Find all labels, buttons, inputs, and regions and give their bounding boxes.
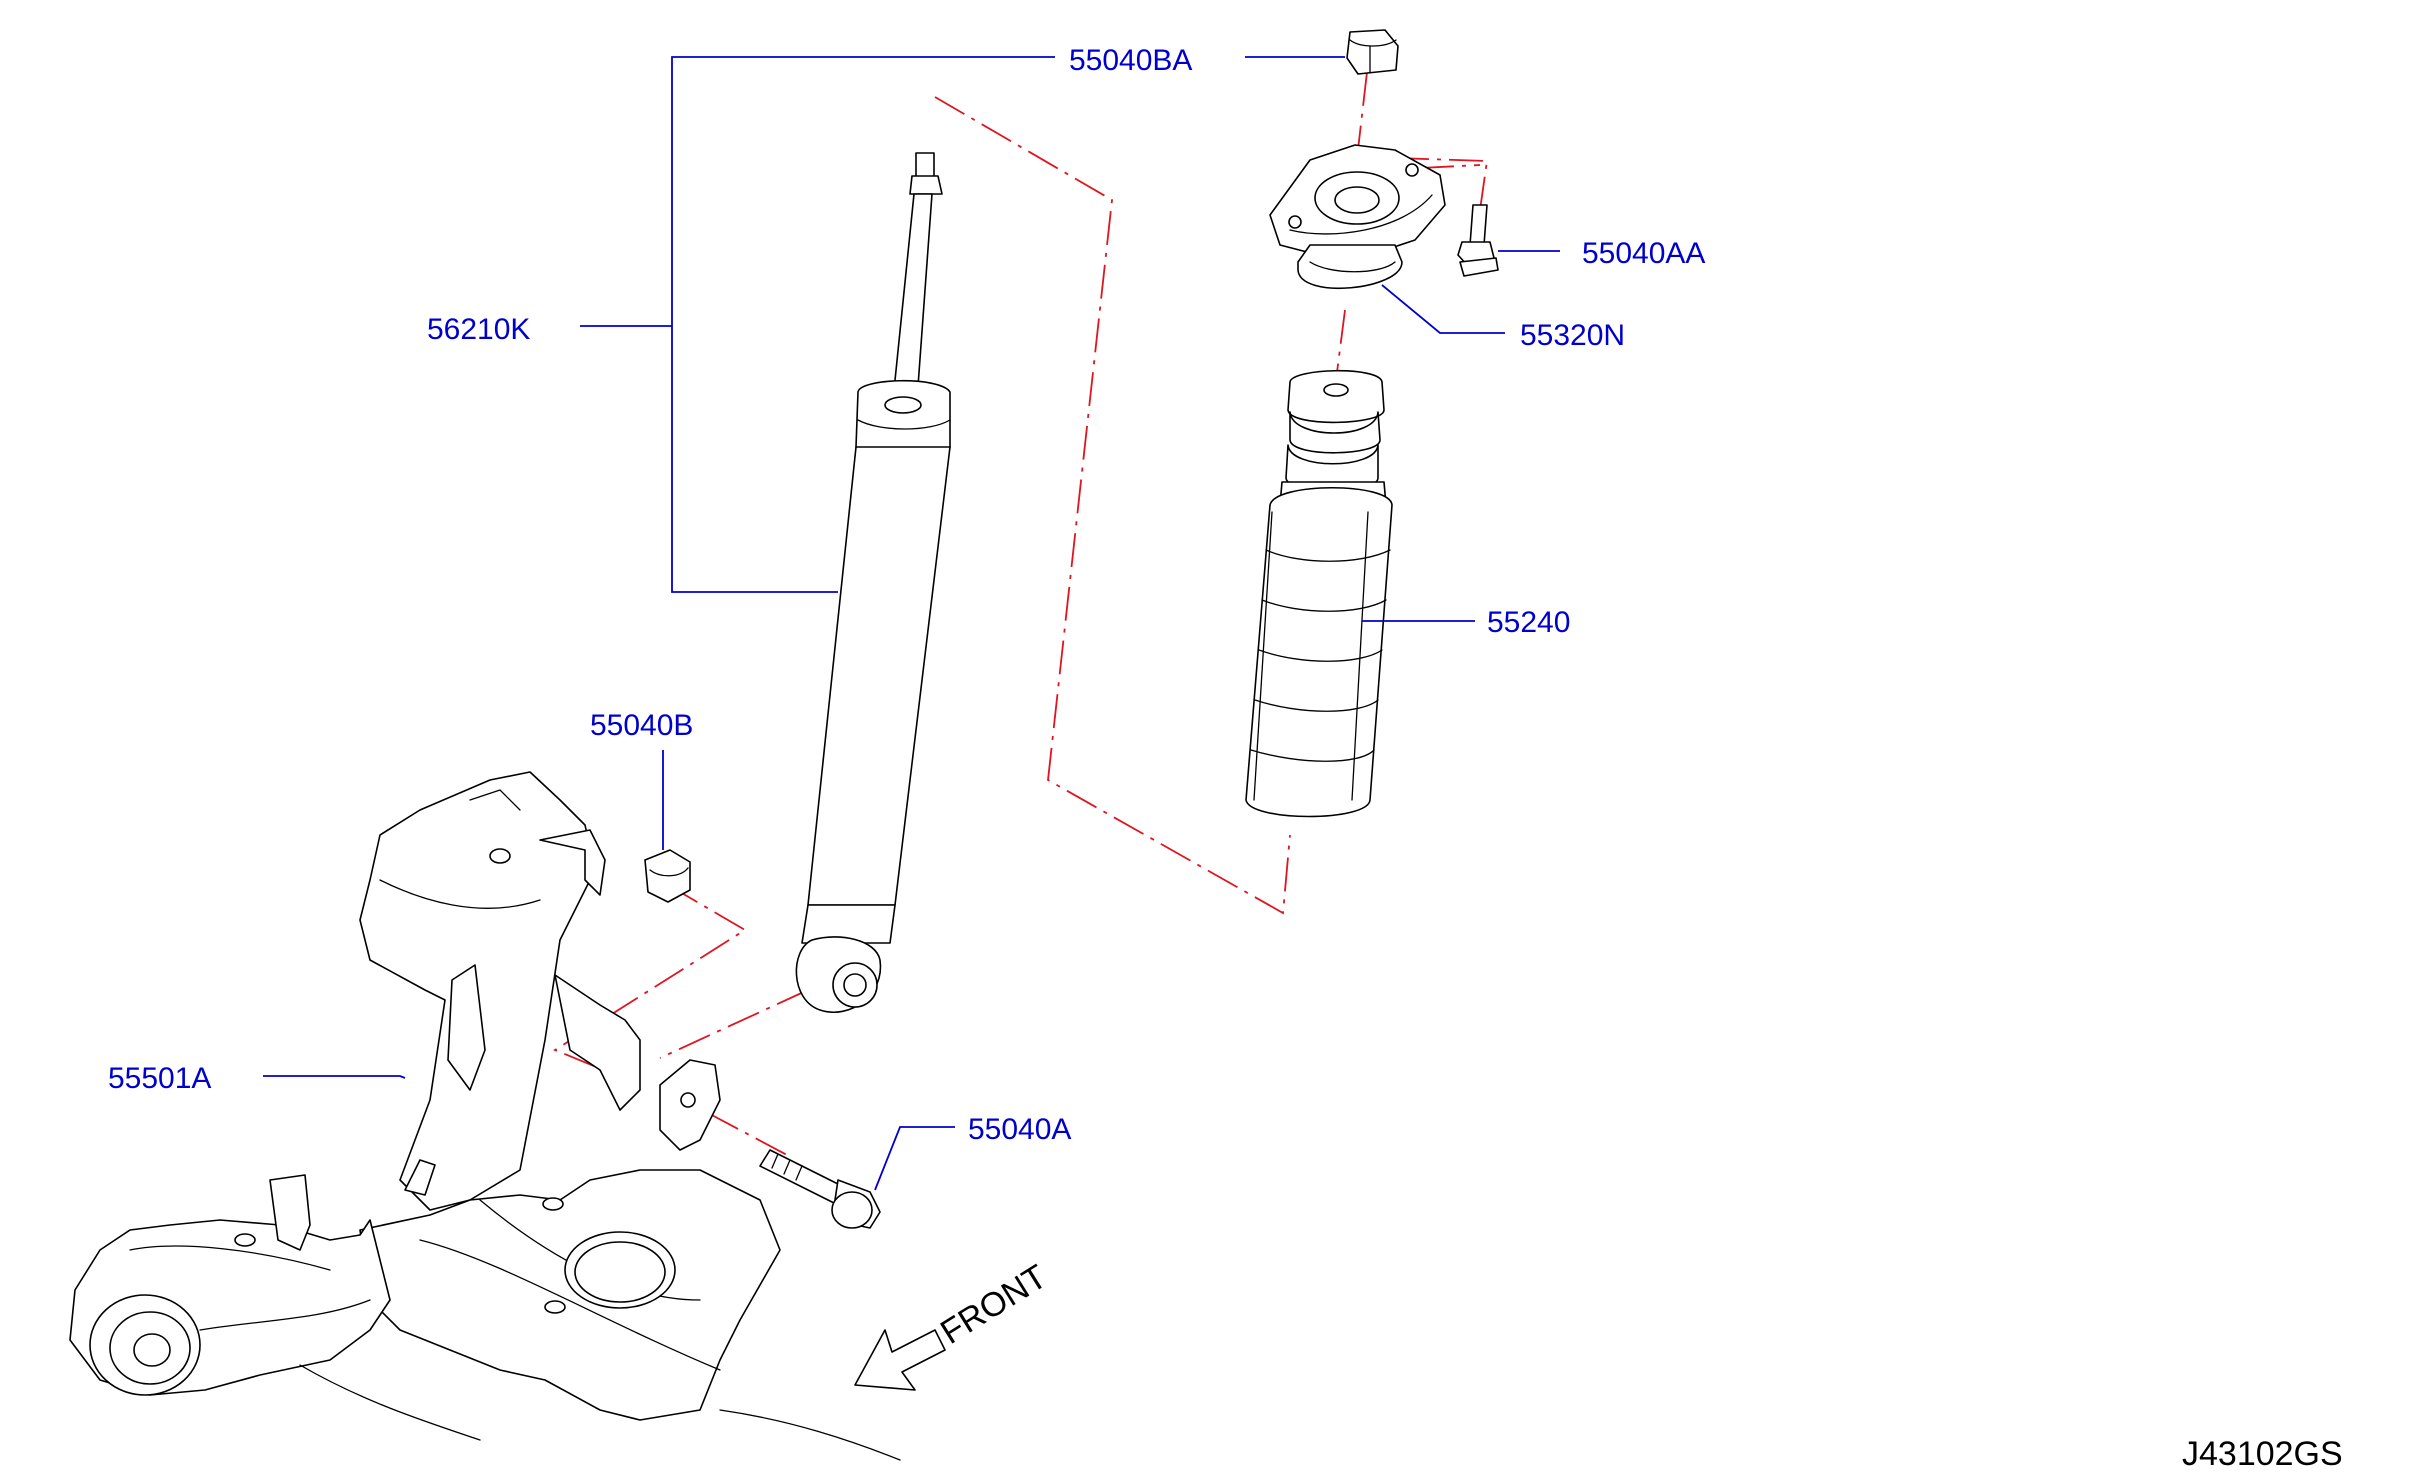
upper-nut[interactable] xyxy=(1346,29,1399,75)
phantom-assembly-lines xyxy=(553,71,1489,1156)
callout-55320N: 55320N xyxy=(1520,319,1625,352)
bump-stop-boot[interactable] xyxy=(1245,369,1393,818)
callout-55040AA: 55040AA xyxy=(1582,237,1705,270)
shock-absorber[interactable] xyxy=(795,152,951,1013)
callout-55040A: 55040A xyxy=(968,1113,1071,1146)
callout-labels: 55040BA 56210K 55040AA 55320N 55240 5504… xyxy=(108,44,1705,1146)
mount-bolt[interactable] xyxy=(1457,204,1499,277)
callout-55501A: 55501A xyxy=(108,1062,211,1095)
callout-55240: 55240 xyxy=(1487,606,1570,639)
diagram-code: J43102GS xyxy=(2182,1435,2343,1473)
callout-55040BA: 55040BA xyxy=(1069,44,1192,77)
lower-bolt[interactable] xyxy=(759,1149,881,1229)
lower-nut[interactable] xyxy=(644,849,691,903)
front-direction-arrow xyxy=(854,1329,946,1391)
callout-55040B: 55040B xyxy=(590,709,693,742)
callout-56210K: 56210K xyxy=(427,313,530,346)
upper-mount[interactable] xyxy=(1269,144,1446,289)
leader-lines xyxy=(263,56,1560,1191)
suspension-member[interactable] xyxy=(69,771,901,1461)
front-label: FRONT xyxy=(934,1258,1053,1352)
